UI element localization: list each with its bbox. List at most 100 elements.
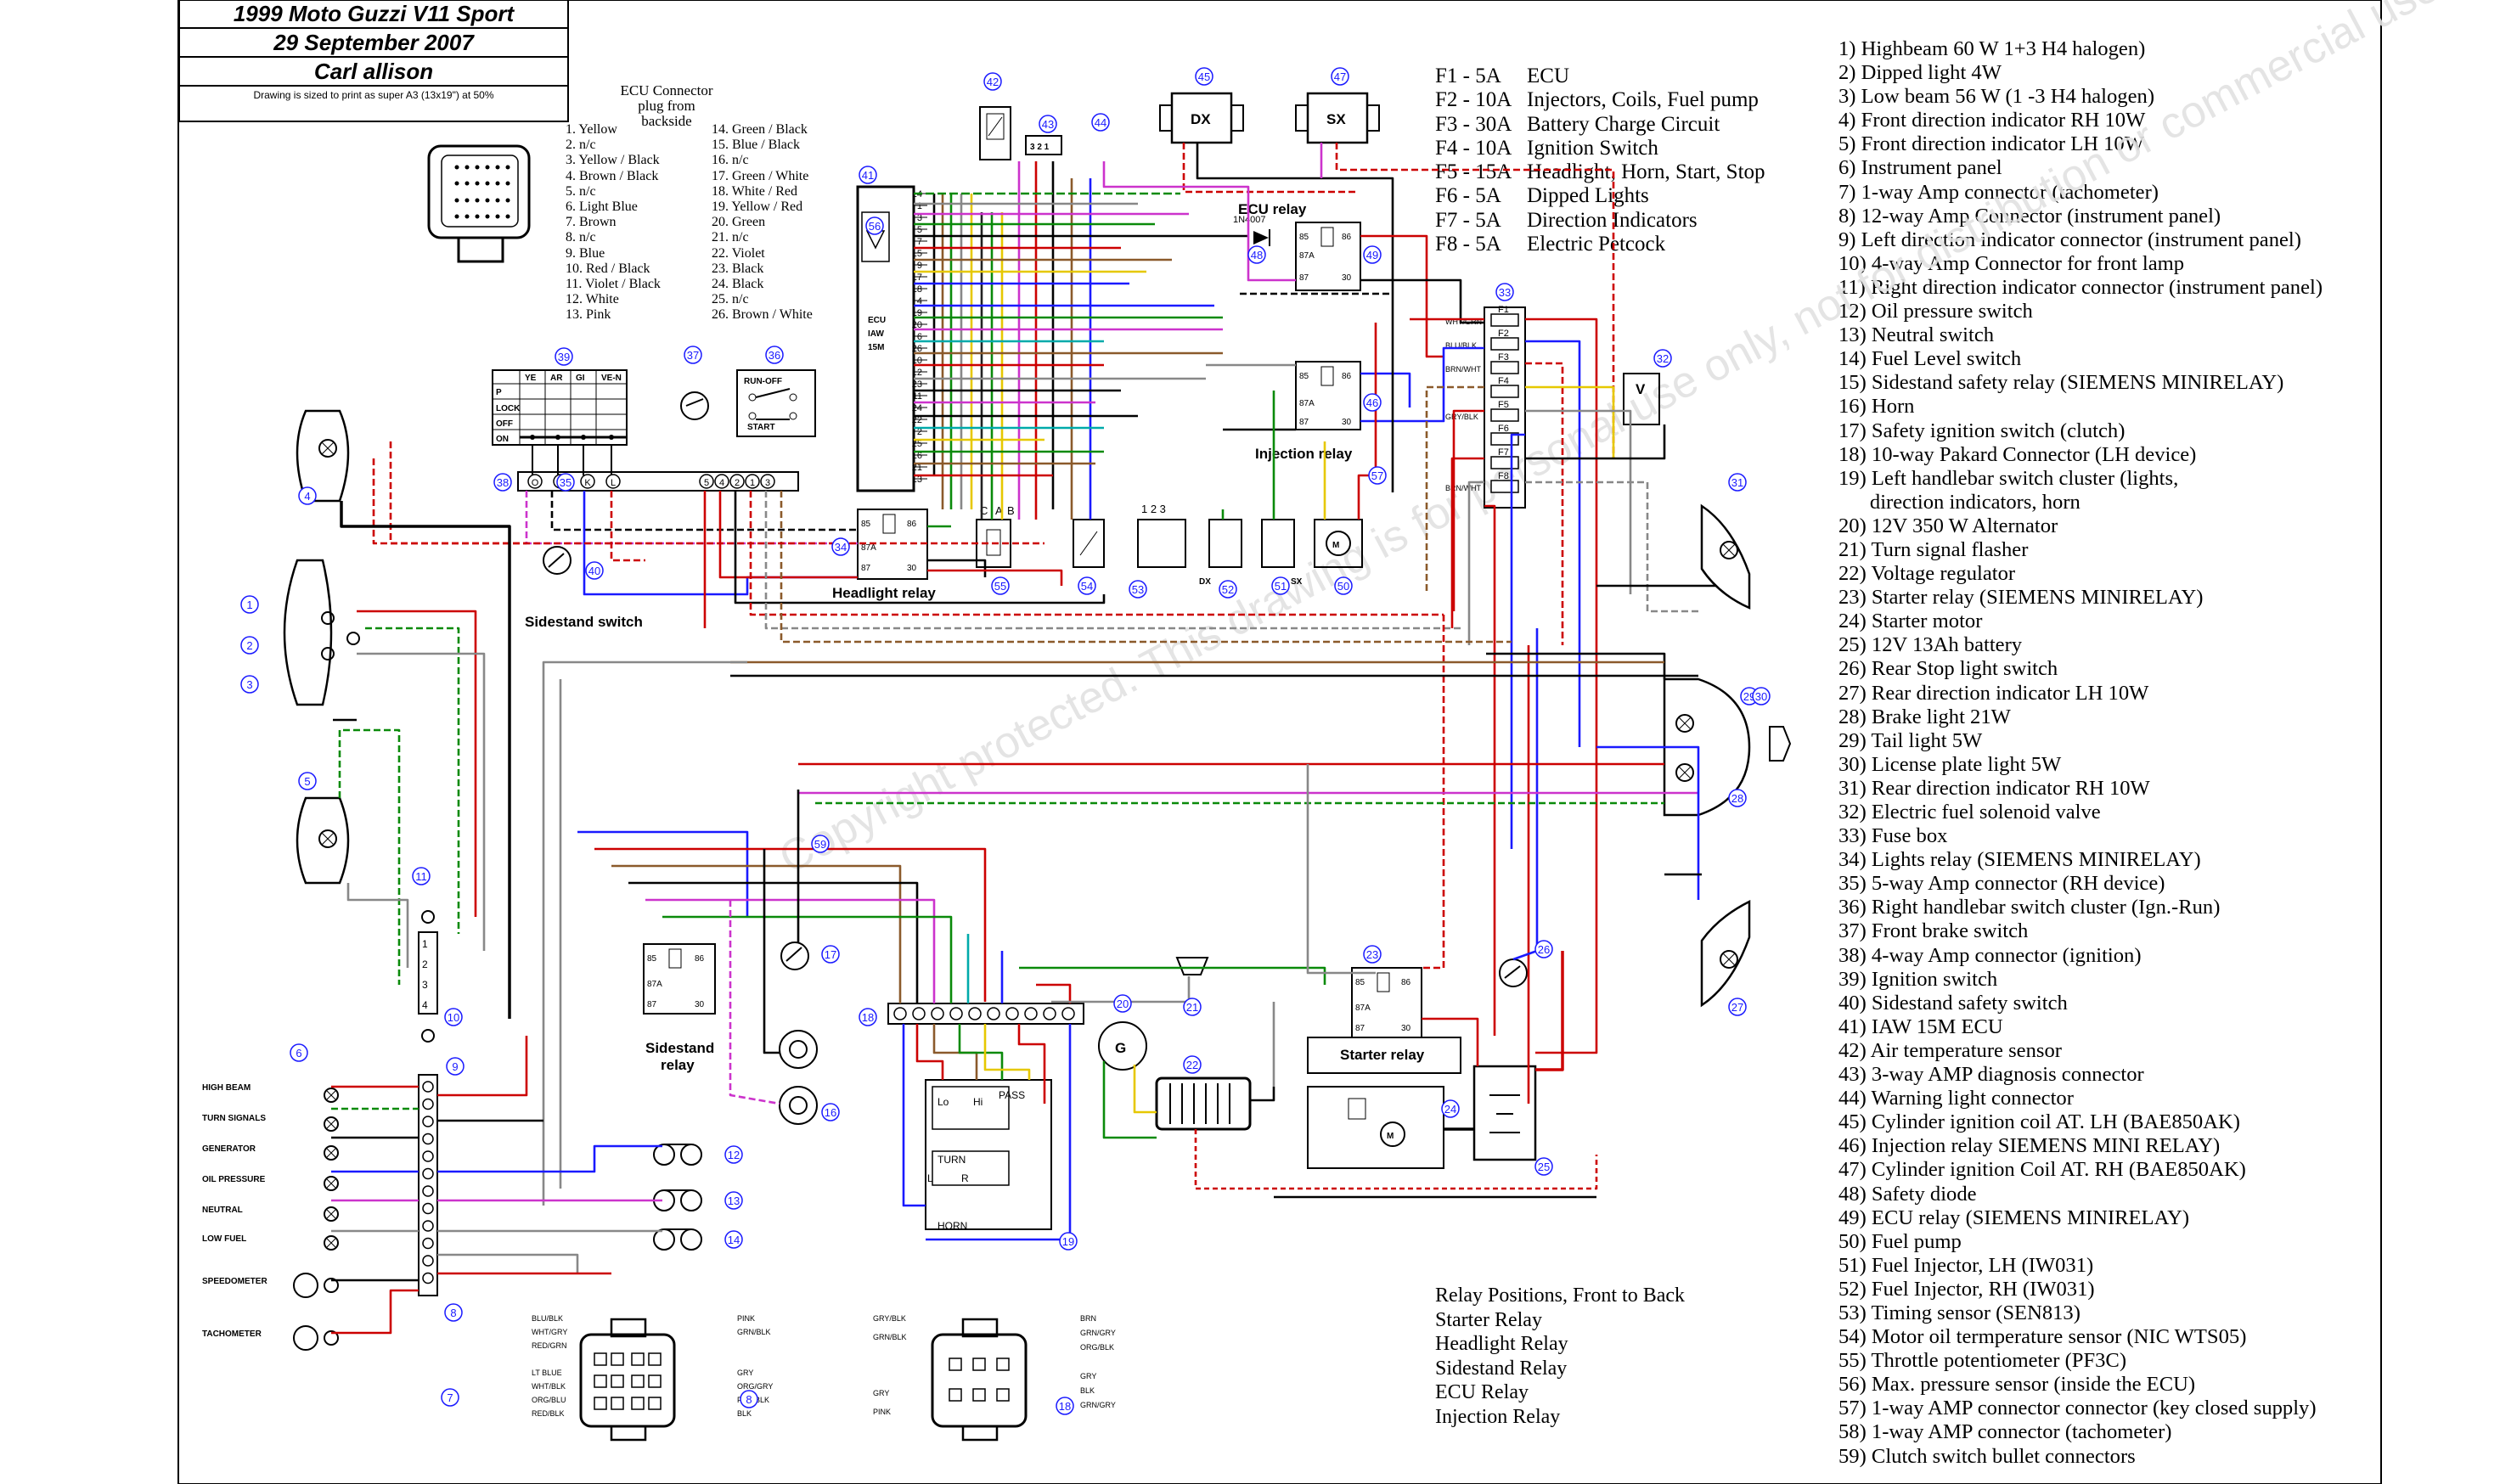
component-number: 51 — [1275, 580, 1287, 593]
component-number-circle — [724, 1191, 743, 1210]
legend-item: 24) Starter motor — [1838, 610, 1983, 633]
ecu-pin-number: 13 — [912, 475, 922, 485]
ecu-pin-number: 18 — [912, 284, 922, 295]
component-number: 53 — [1132, 583, 1144, 596]
connector-pin-label: 3 — [765, 478, 770, 488]
ecu-pin-number: 26 — [912, 344, 922, 354]
clutch-switch — [780, 942, 809, 970]
connector-8-wire: GRN/BLK — [737, 1328, 771, 1336]
component-number: 29 — [1743, 690, 1755, 703]
connector-pin — [580, 474, 595, 489]
component-number: 17 — [825, 948, 836, 961]
component-number: 40 — [588, 565, 600, 577]
legend-item: 54) Motor oil termperature sensor (NIC W… — [1838, 1325, 2247, 1349]
ip-pin — [422, 1255, 434, 1267]
component-number: 54 — [1081, 580, 1093, 593]
pakard-pin — [949, 1007, 963, 1020]
connector-8-wire: ORG/GRY — [737, 1382, 773, 1391]
legend-item: 3) Low beam 56 W (1 -3 H4 halogen) — [1838, 85, 2155, 109]
switch-body — [653, 1228, 675, 1251]
legend-item: 4) Front direction indicator RH 10W — [1838, 109, 2146, 132]
component-number: 28 — [1731, 792, 1743, 805]
ecu-pin-left: 3. Yellow / Black — [566, 153, 660, 168]
component-number-circle — [1059, 1232, 1078, 1251]
legend-item: 37) Front brake switch — [1838, 919, 2029, 943]
connector-18-wire: GRN/GRY — [1080, 1401, 1116, 1409]
ip-pin — [422, 1272, 434, 1284]
svg-text:87A: 87A — [1299, 399, 1315, 408]
connector-pin-label: 2 — [735, 478, 740, 488]
svg-text:Lo: Lo — [938, 1096, 949, 1108]
connector-8-wire: BLK — [737, 1409, 752, 1418]
fuse-desc: Battery Charge Circuit — [1527, 112, 1720, 136]
connector-pin-label: L — [611, 478, 616, 488]
timing-sensor: 1 2 3 — [1137, 503, 1186, 568]
connector-18-wire: BLK — [1080, 1386, 1095, 1395]
svg-text:TURN SIGNALS: TURN SIGNALS — [202, 1114, 266, 1123]
right-handlebar-switch: RUN-OFF START — [736, 369, 816, 437]
fuse-slot — [1490, 456, 1519, 469]
legend-item: direction indicators, horn — [1838, 490, 2081, 514]
component-number-circle — [1219, 580, 1237, 599]
legend-item: 15) Sidestand safety relay (SIEMENS MINI… — [1838, 371, 2284, 395]
svg-text:85: 85 — [1355, 978, 1365, 987]
legend-item: 19) Left handlebar switch cluster (light… — [1838, 466, 2179, 490]
fuse-slot-label: F2 — [1498, 329, 1509, 339]
fuse-desc: Injectors, Coils, Fuel pump — [1527, 88, 1759, 112]
headlight-relay-label: Headlight relay — [832, 585, 936, 601]
connector-pin — [699, 474, 714, 489]
legend-item: 7) 1-way Amp connector (tachometer) — [1838, 180, 2159, 204]
lamp-cross — [326, 1178, 336, 1189]
component-number-circle — [1334, 576, 1353, 595]
fuel-injector-lh: SX — [1261, 519, 1303, 587]
connector-pin — [760, 474, 775, 489]
relay-position-item: Starter Relay — [1435, 1308, 1542, 1331]
legend-item: 45) Cylinder ignition coil AT. LH (BAE85… — [1838, 1110, 2240, 1134]
component-number: 12 — [728, 1149, 740, 1161]
component-number-circle — [298, 772, 317, 790]
legend-item: 48) Safety diode — [1838, 1182, 1977, 1206]
connector-18-wire: ORG/BLK — [1080, 1343, 1114, 1352]
fuse-slot-label: F5 — [1498, 400, 1509, 410]
coil-dx-label: DX — [1191, 111, 1211, 127]
component-number: 23 — [1366, 948, 1378, 961]
svg-text:30: 30 — [907, 564, 917, 573]
connector-8-wire: GRY — [737, 1369, 753, 1377]
svg-text:30: 30 — [1342, 418, 1352, 427]
fuse-id: F5 - 15A — [1435, 160, 1512, 184]
ecu-pin-number: 25 — [912, 439, 922, 449]
legend-item: 23) Starter relay (SIEMENS MINIRELAY) — [1838, 586, 2204, 610]
drawing-title: 1999 Moto Guzzi V11 Sport — [180, 0, 567, 29]
fuse-wire-label: BLU/BLK — [1445, 341, 1477, 350]
ecu-pin-number: 1 — [917, 201, 922, 211]
svg-text:85: 85 — [647, 954, 657, 964]
connector-pin — [714, 474, 729, 489]
component-number-circle — [240, 675, 259, 694]
component-number: 57 — [1371, 469, 1383, 482]
ecu-connector-title-text: ECU Connector — [620, 82, 713, 98]
legend-item: 13) Neutral switch — [1838, 323, 1995, 347]
component-number-circle — [1129, 580, 1147, 599]
svg-text:87A: 87A — [1299, 251, 1315, 261]
svg-text:M: M — [1387, 1132, 1394, 1141]
component-number: 41 — [862, 169, 874, 182]
relay-position-item: Injection Relay — [1435, 1405, 1561, 1428]
component-number-circle — [1363, 245, 1382, 264]
ecu-pin-number: 19 — [912, 308, 922, 318]
component-number-circle — [290, 1043, 308, 1062]
battery — [1472, 1065, 1537, 1161]
ecu-pin-number: 4 — [917, 296, 922, 306]
injection-relay-label: Injection relay — [1255, 446, 1353, 462]
legend-item: 29) Tail light 5W — [1838, 728, 1983, 752]
legend-item: 11) Right direction indicator connector … — [1838, 275, 2323, 299]
component-number: 56 — [869, 220, 881, 233]
connector-pin-label: 5 — [704, 478, 709, 488]
ecu-pin-number: 20 — [912, 320, 922, 330]
component-number-circle — [1183, 998, 1202, 1016]
svg-text:85: 85 — [1299, 372, 1309, 381]
